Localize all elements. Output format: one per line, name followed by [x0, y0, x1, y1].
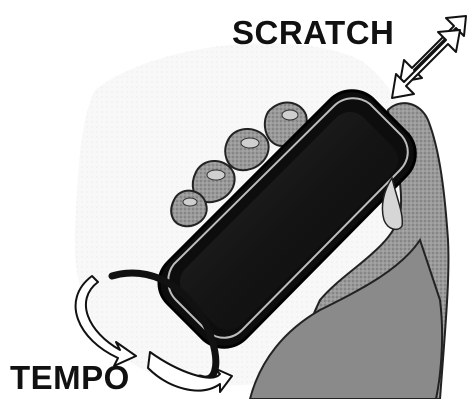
tempo-label: TEMPO [10, 361, 130, 394]
scratch-label: SCRATCH [232, 16, 394, 49]
